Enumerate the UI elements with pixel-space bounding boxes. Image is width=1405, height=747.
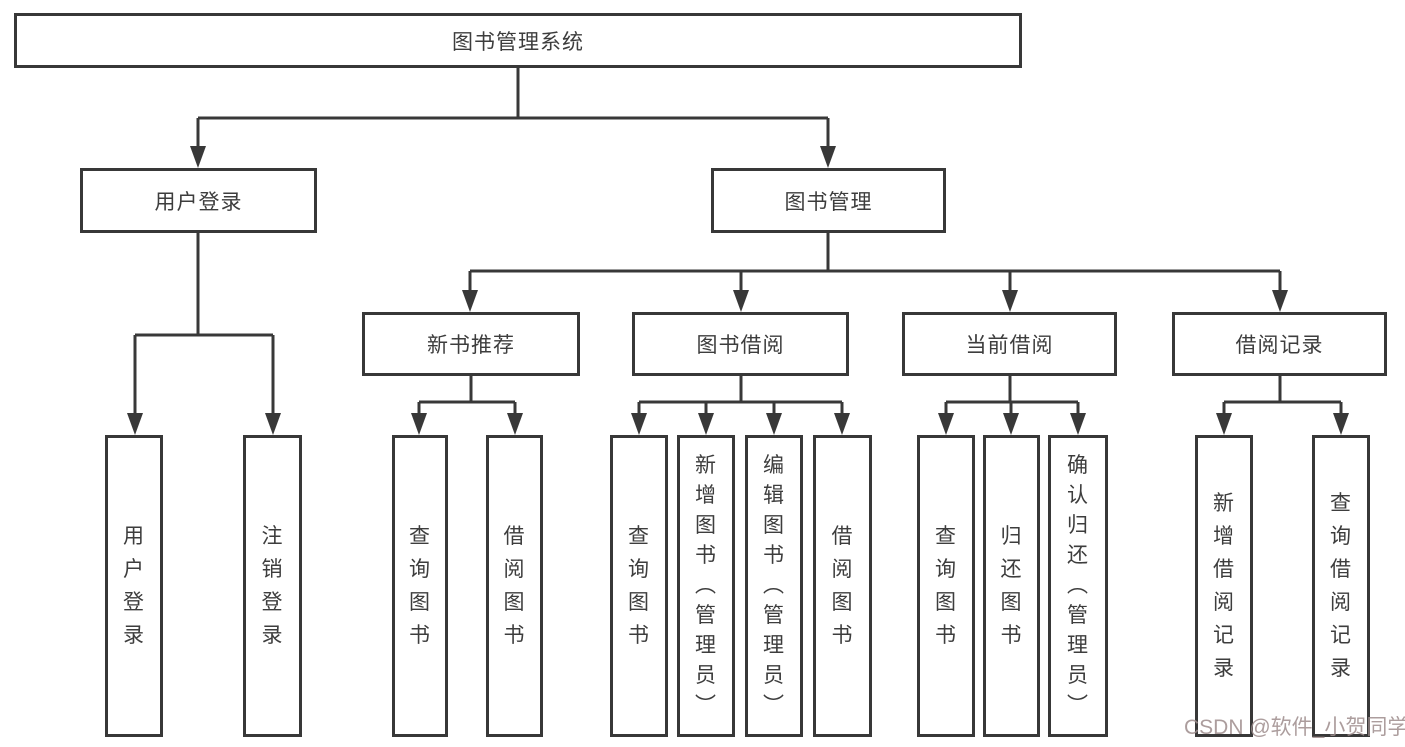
leaf-nb-query-book-label: 查询图书 (409, 525, 431, 647)
node-root: 图书管理系统 (14, 13, 1022, 68)
node-book-mgmt: 图书管理 (711, 168, 946, 233)
leaf-cb-query-book: 查询图书 (917, 435, 975, 737)
arrowhead-icon (733, 290, 749, 312)
arrowhead-icon (507, 413, 523, 435)
arrowhead-icon (938, 413, 954, 435)
node-root-label: 图书管理系统 (452, 30, 584, 54)
arrowhead-icon (820, 146, 836, 168)
csdn-watermark: CSDN @软件_小贺同学 (1184, 716, 1405, 739)
node-borrow-records-label: 借阅记录 (1235, 334, 1324, 357)
leaf-br-add-record-label: 新增借阅记录 (1213, 492, 1235, 680)
leaf-bb-add-book-admin-label: 新增图书︵管理员︶ (695, 454, 717, 717)
arrowhead-icon (1333, 413, 1349, 435)
edge-root-to-level1 (196, 68, 830, 148)
arrowhead-icon (631, 413, 647, 435)
node-user-login-label: 用户登录 (154, 190, 243, 214)
node-book-mgmt-label: 图书管理 (784, 190, 873, 214)
edge-newbookrec-to-leaves (417, 376, 517, 417)
leaf-br-query-record: 查询借阅记录 (1312, 435, 1370, 737)
leaf-bb-borrow-book-label: 借阅图书 (831, 525, 854, 647)
node-current-borrow-label: 当前借阅 (965, 334, 1054, 357)
leaf-user-login-label: 用户登录 (123, 525, 145, 647)
edge-userlogin-to-leaves (133, 233, 275, 415)
edge-currentborrow-to-leaves (944, 376, 1080, 417)
leaf-bb-add-book-admin: 新增图书︵管理员︶ (677, 435, 735, 737)
leaf-cb-return-book: 归还图书 (983, 435, 1040, 737)
leaf-cb-return-book-label: 归还图书 (1000, 525, 1023, 647)
edge-borrowrecords-to-leaves (1222, 376, 1343, 417)
node-new-book-rec: 新书推荐 (362, 312, 580, 376)
node-current-borrow: 当前借阅 (902, 312, 1117, 376)
leaf-nb-borrow-book-label: 借阅图书 (503, 525, 526, 647)
node-new-book-rec-label: 新书推荐 (427, 334, 515, 357)
node-book-borrow-label: 图书借阅 (696, 334, 785, 357)
leaf-br-query-record-label: 查询借阅记录 (1330, 492, 1352, 680)
node-book-borrow: 图书借阅 (632, 312, 849, 376)
leaf-logout-label: 注销登录 (261, 525, 284, 647)
arrowhead-icon (1070, 413, 1086, 435)
arrowhead-icon (1272, 290, 1288, 312)
arrowhead-icon (698, 413, 714, 435)
leaf-br-add-record: 新增借阅记录 (1195, 435, 1253, 737)
arrowhead-icon (1003, 413, 1019, 435)
leaf-nb-query-book: 查询图书 (392, 435, 448, 737)
leaf-nb-borrow-book: 借阅图书 (486, 435, 543, 737)
edge-bookborrow-to-leaves (637, 376, 844, 417)
arrowhead-icon (265, 413, 281, 435)
edge-bookmgmt-to-level2 (468, 233, 1282, 292)
arrowhead-icon (766, 413, 782, 435)
arrowhead-icon (1216, 413, 1232, 435)
leaf-bb-borrow-book: 借阅图书 (813, 435, 872, 737)
arrowhead-icon (190, 146, 206, 168)
leaf-logout: 注销登录 (243, 435, 302, 737)
node-borrow-records: 借阅记录 (1172, 312, 1387, 376)
arrowhead-icon (127, 413, 143, 435)
leaf-cb-confirm-return-admin: 确认归还︵管理员︶ (1048, 435, 1108, 737)
leaf-user-login: 用户登录 (105, 435, 163, 737)
leaf-cb-query-book-label: 查询图书 (935, 525, 957, 647)
leaf-bb-edit-book-admin: 编辑图书︵管理员︶ (745, 435, 803, 737)
arrowhead-icon (411, 413, 427, 435)
node-user-login: 用户登录 (80, 168, 317, 233)
leaf-bb-query-book-label: 查询图书 (628, 525, 650, 647)
leaf-bb-edit-book-admin-label: 编辑图书︵管理员︶ (763, 454, 785, 717)
arrowhead-icon (462, 290, 478, 312)
leaf-cb-confirm-return-admin-label: 确认归还︵管理员︶ (1067, 454, 1089, 717)
arrowhead-icon (1002, 290, 1018, 312)
arrowhead-icon (834, 413, 850, 435)
leaf-bb-query-book: 查询图书 (610, 435, 668, 737)
